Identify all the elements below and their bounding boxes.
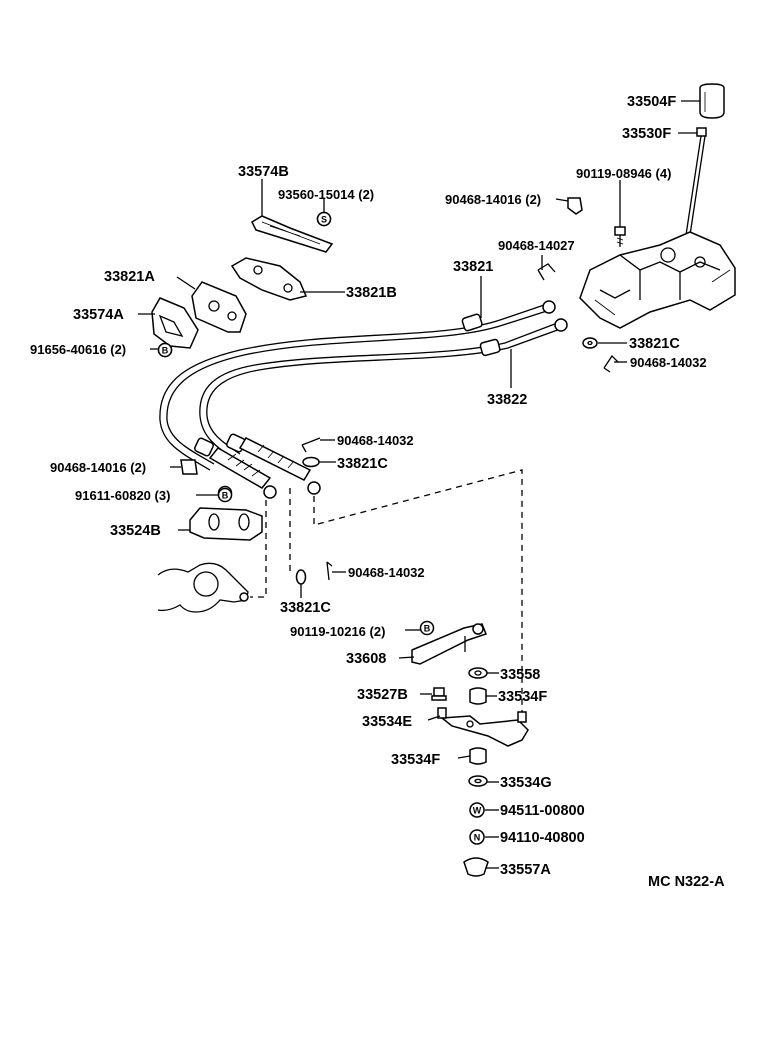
svg-text:N: N (474, 833, 481, 843)
label-33524B: 33524B (110, 523, 161, 539)
shift-lever-housing-part (579, 231, 736, 329)
label-33557A: 33557A (500, 862, 551, 878)
plate-33574A-part (151, 297, 199, 349)
bracket-33821B-part (230, 257, 308, 301)
label-33504F: 33504F (627, 94, 676, 110)
figure-code: MC N322-A (648, 874, 725, 890)
clip-90468-14016-top-part (567, 197, 583, 215)
label-33530F: 33530F (622, 126, 671, 142)
transaxle-stub-part (157, 562, 249, 613)
symbol-b-icon: B (157, 342, 173, 358)
label-33574B: 33574B (238, 164, 289, 180)
label-90468-14032-mid: 90468-14032 (337, 433, 414, 448)
washer-33821C-right-part (582, 337, 598, 349)
shift-cable-33821-part (159, 300, 556, 471)
label-33821C-mid: 33821C (337, 456, 388, 472)
label-90468-14016-left: 90468-14016 (2) (50, 460, 146, 475)
clip-90468-14032-low-part (326, 561, 333, 581)
washer-33534G-part (468, 775, 488, 787)
label-33821A: 33821A (104, 269, 155, 285)
label-90119-08946: 90119-08946 (4) (576, 166, 671, 181)
pin-33527B-part (431, 687, 447, 701)
dashed-lead-3 (313, 469, 523, 718)
washer-33821C-low-part (295, 569, 307, 585)
retainer-33574B-part (251, 215, 334, 253)
label-33821B: 33821B (346, 285, 397, 301)
svg-text:B: B (222, 491, 229, 501)
svg-text:B: B (162, 346, 169, 356)
label-33534G: 33534G (500, 775, 552, 791)
cap-33557A-part (463, 857, 489, 877)
label-90468-14032-right: 90468-14032 (630, 355, 707, 370)
label-91656-40616: 91656-40616 (2) (30, 342, 126, 357)
svg-text:S: S (321, 215, 327, 225)
label-90119-10216: 90119-10216 (2) (290, 624, 385, 639)
label-33534E: 33534E (362, 714, 412, 730)
label-33574A: 33574A (73, 307, 124, 323)
leader-lines (138, 100, 700, 869)
label-94110-40800: 94110-40800 (500, 830, 585, 846)
label-90468-14032-low: 90468-14032 (348, 565, 425, 580)
bracket-33821A-part (191, 281, 247, 333)
bushing-33534F-upper-part (469, 687, 487, 705)
label-33558: 33558 (500, 667, 540, 683)
svg-text:W: W (473, 806, 482, 816)
cable-ends-part (208, 437, 321, 499)
label-33821C-low: 33821C (280, 600, 331, 616)
label-90468-14016-top: 90468-14016 (2) (445, 192, 541, 207)
shift-lever-rod-part (685, 127, 707, 236)
label-33608: 33608 (346, 651, 386, 667)
symbol-n-icon: N (469, 829, 485, 845)
symbol-w-icon: W (469, 802, 485, 818)
label-33822: 33822 (487, 392, 527, 408)
clip-90468-14016-left-part (180, 459, 198, 475)
symbol-b-icon: B (419, 620, 435, 636)
label-93560-15014: 93560-15014 (2) (278, 187, 374, 202)
label-91611-60820: 91611-60820 (3) (75, 488, 170, 503)
symbol-s-icon: S (316, 211, 332, 227)
label-90468-14027: 90468-14027 (498, 238, 575, 253)
bolt-90119-08946-part (614, 226, 626, 247)
washer-33821C-mid-part (302, 456, 320, 468)
bracket-33524B-part (189, 507, 263, 541)
symbol-b-icon: B (217, 487, 233, 503)
label-33821C-right: 33821C (629, 336, 680, 352)
bushing-33558-part (468, 667, 488, 679)
label-33527B: 33527B (357, 687, 408, 703)
bushing-33534F-lower-part (469, 747, 487, 765)
bracket-33534E-part (437, 707, 529, 747)
svg-text:B: B (424, 624, 431, 634)
label-33821: 33821 (453, 259, 493, 275)
label-33534F-lower: 33534F (391, 752, 440, 768)
label-33534F-upper: 33534F (498, 689, 547, 705)
clip-90468-14027-part (537, 263, 556, 281)
clip-90468-14032-mid-part (301, 437, 321, 453)
lever-33608-part (411, 623, 487, 665)
clip-90468-14032-right-part (603, 354, 619, 373)
label-94511-00800: 94511-00800 (500, 803, 585, 819)
shift-knob-part (699, 83, 725, 119)
